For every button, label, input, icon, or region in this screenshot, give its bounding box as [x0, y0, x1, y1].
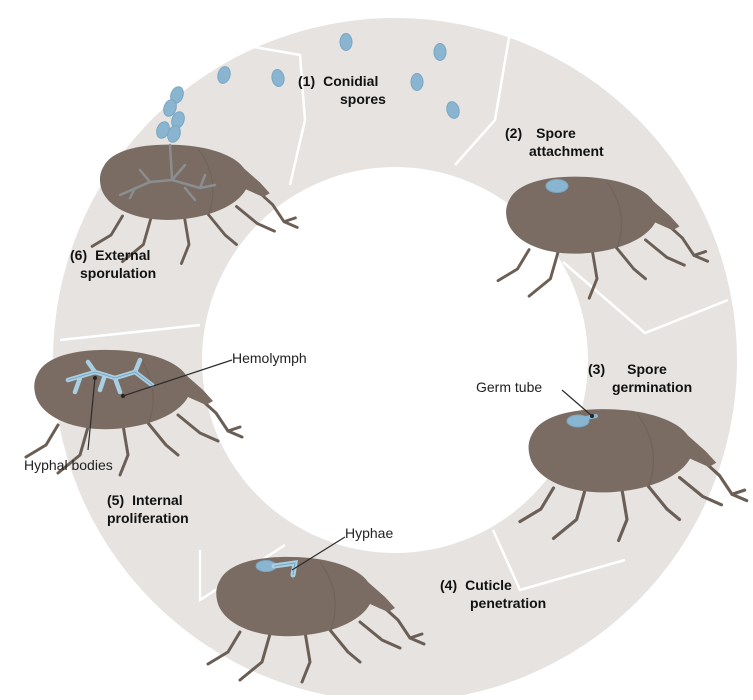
stage-title-line1: Spore: [627, 361, 667, 377]
spore-icon: [434, 44, 446, 61]
stage-number: (3): [588, 361, 605, 377]
attached-spore-icon: [546, 180, 568, 193]
stage-title-line1: Spore: [536, 125, 576, 141]
spore-icon: [340, 34, 352, 51]
stage-title-line2: germination: [612, 378, 692, 396]
stage-number: (6): [70, 247, 87, 263]
stage-number: (5): [107, 492, 124, 508]
stage-5-label: (5) Internal proliferation: [107, 491, 189, 527]
stage-number: (4): [440, 577, 457, 593]
stage-title-line1: Conidial: [323, 73, 378, 89]
stage-2-label: (2) Spore attachment: [505, 124, 604, 160]
stage-title-line1: Cuticle: [465, 577, 512, 593]
stage-1-label: (1) Conidial spores: [298, 72, 386, 108]
hyphae-label: Hyphae: [345, 525, 393, 541]
stage-4-label: (4) Cuticle penetration: [440, 576, 546, 612]
hyphal-bodies-label: Hyphal bodies: [24, 457, 113, 473]
stage-3-label: (3) Spore germination: [588, 360, 692, 396]
stage-number: (2): [505, 125, 522, 141]
stage-title-line2: spores: [340, 90, 386, 108]
stage-title-line1: External: [95, 247, 150, 263]
stage-number: (1): [298, 73, 315, 89]
hemolymph-label: Hemolymph: [232, 350, 307, 366]
stage-title-line1: Internal: [132, 492, 183, 508]
stage-title-line2: proliferation: [107, 509, 189, 527]
stage-title-line2: penetration: [470, 594, 546, 612]
germ-tube-label: Germ tube: [476, 379, 542, 395]
stage-title-line2: sporulation: [80, 264, 156, 282]
stage-title-line2: attachment: [529, 142, 604, 160]
stage-6-label: (6) External sporulation: [70, 246, 156, 282]
spore-icon: [411, 74, 423, 91]
